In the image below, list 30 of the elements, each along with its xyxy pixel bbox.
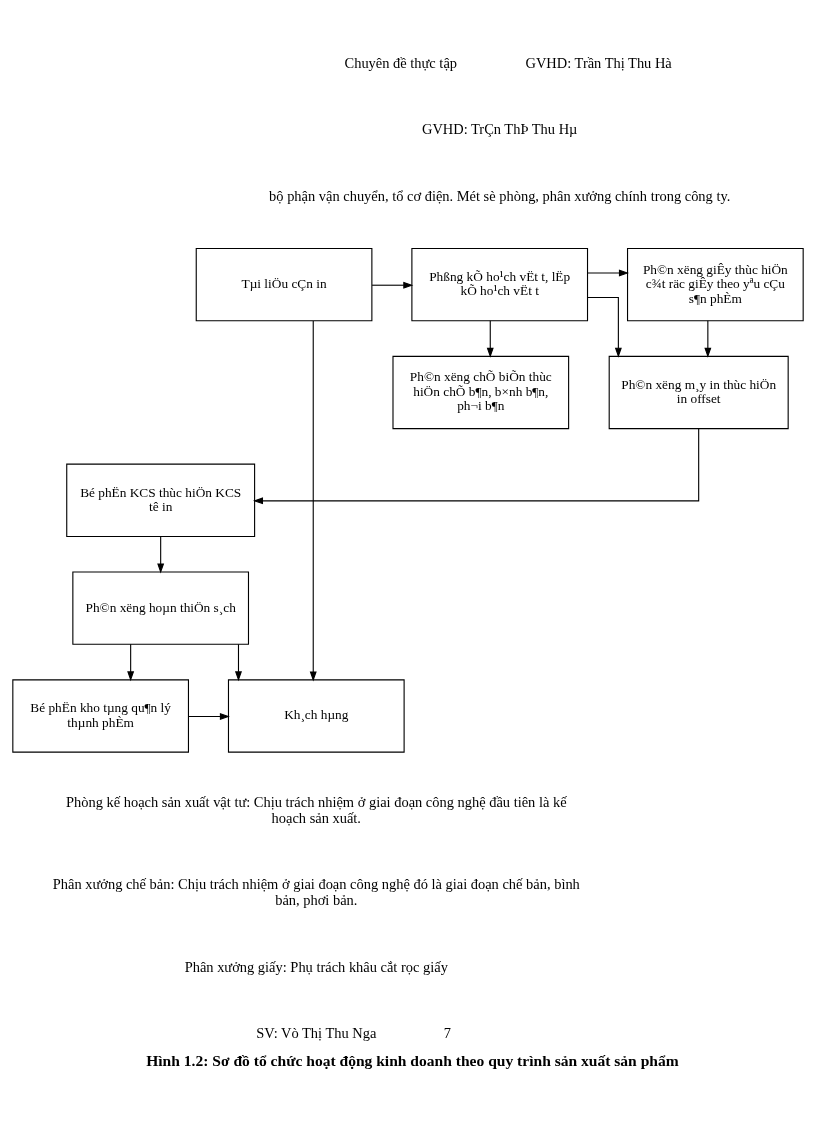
arrow <box>188 712 230 720</box>
arrow <box>587 268 629 276</box>
node-box: Ph©n xëng giÊy thùc hiÖn c¾t räc giÊy theo yªu cÇu s¶n phÈm <box>627 247 804 321</box>
arrow <box>253 427 700 504</box>
label: GVHD: Trần Thị Thu Hà <box>525 54 672 71</box>
arrow <box>127 643 135 681</box>
label: SV: Vò Thị Thu Nga <box>256 1024 377 1041</box>
label: GVHD: TrÇn ThÞ Thu Hµ <box>422 120 578 137</box>
arrow <box>234 643 242 681</box>
node-box: Ph©n xëng chÕ biÕn thùc hiÖn chÕ b¶n, b×nh b¶n, ph¬i b¶n <box>392 355 570 429</box>
caption: Hình 1.2: Sơ đồ tổ chức hoạt động kinh doanh theo quy trình sản xuất sản phẩm <box>146 1051 679 1069</box>
arrow <box>587 296 622 358</box>
arrow <box>371 281 414 289</box>
node-box: Bé phËn kho tµng qu¶n lý thµnh phÈm <box>12 678 189 753</box>
node-box: Tµi liÖu cÇn in <box>195 247 373 321</box>
node-box: Ph©n xëng m¸y in thùc hiÖn in offset <box>608 355 789 429</box>
arrow <box>704 319 712 358</box>
arrow <box>309 320 317 681</box>
label: Phòng kế hoạch sản xuất vật tư: Chịu trách nhiệm ở giai đoạn công nghệ đầu tiên là kế hoạch sản xuất. <box>65 793 567 826</box>
node-box: Ph©n xëng hoµn thiÖn s¸ch <box>72 570 250 645</box>
label: bộ phận vận chuyển, tổ cơ điện. Mét sè phòng, phân xưởng chính trong công ty. <box>269 187 731 204</box>
arrow <box>486 319 494 358</box>
label: 7 <box>443 1024 452 1041</box>
arrow <box>157 535 165 573</box>
label: Chuyên đề thực tập <box>344 54 458 71</box>
node-box: Phßng kÕ ho¹ch vËt t, lËp kÕ ho¹ch vËt t <box>411 247 589 321</box>
label: Phân xưởng chế bản: Chịu trách nhiệm ở giai đoạn công nghệ đó là giai đoạn chế bản, bình bản, phơi bản. <box>52 875 580 908</box>
node-box: Kh¸ch hµng <box>227 678 405 753</box>
label: Phân xưởng giấy: Phụ trách khâu cắt rọc giấy <box>184 958 448 975</box>
node-box: Bé phËn KCS thùc hiÖn KCS tê in <box>66 463 256 537</box>
